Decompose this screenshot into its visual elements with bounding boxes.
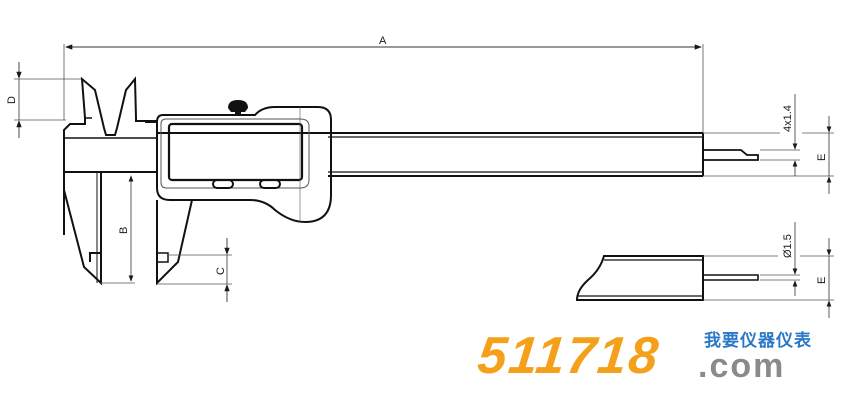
dimension-d: D xyxy=(6,62,82,138)
dimension-dia1.5-e-bottom: Ø1.5 E xyxy=(703,222,834,318)
dimension-4x1.4-e-top: 4x1.4 E xyxy=(703,94,834,194)
dimension-a: A xyxy=(63,35,704,135)
round-rod-section xyxy=(575,255,759,301)
label-4x1.4: 4x1.4 xyxy=(782,105,794,132)
watermark-domain: .com xyxy=(698,347,786,385)
watermark-chinese: 我要仪器仪表 xyxy=(704,331,812,351)
slider xyxy=(145,100,332,286)
thumb-wheel-icon xyxy=(228,100,248,112)
watermark-number: 511718 xyxy=(474,327,663,385)
label-c: C xyxy=(215,267,227,275)
label-e-top: E xyxy=(816,154,828,161)
dimension-b: B xyxy=(101,175,135,284)
label-a: A xyxy=(379,35,387,47)
dimension-c: C xyxy=(157,238,232,302)
label-d: D xyxy=(6,96,18,104)
display-window xyxy=(167,122,304,182)
button-right-icon xyxy=(259,179,281,189)
button-left-icon xyxy=(212,179,234,189)
label-e-bottom: E xyxy=(816,277,828,284)
label-b: B xyxy=(118,227,130,234)
label-dia1.5: Ø1.5 xyxy=(782,234,794,258)
fixed-outside-jaw xyxy=(63,172,102,286)
